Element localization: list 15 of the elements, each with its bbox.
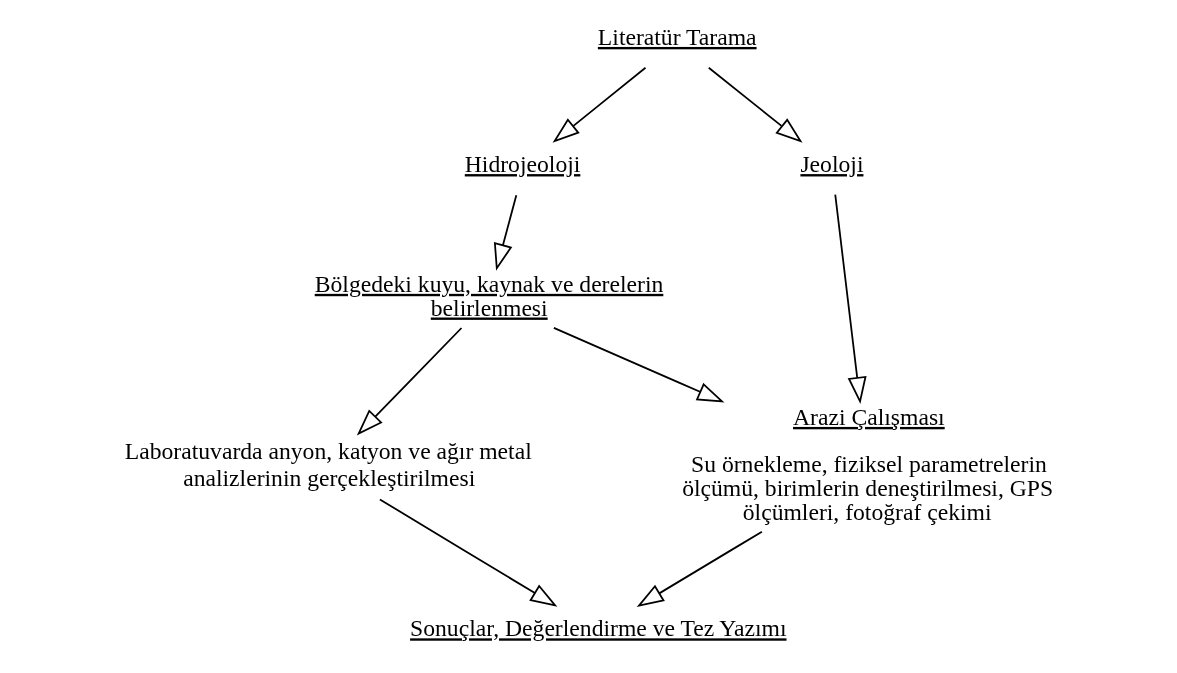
arrow: [552, 66, 646, 143]
arrow: [493, 194, 517, 271]
node-text: Bölgedeki kuyu, kaynak ve derelerin belirlenmesi: [314, 270, 663, 321]
node-text: Sonuçlar, Değerlendirme ve Tez Yazımı: [409, 615, 787, 642]
node-text: Jeoloji: [799, 151, 863, 178]
node-text: Laboratuvarda anyon, katyon ve ağır metal analizlerinin gerçekleştirilmesi: [124, 437, 532, 491]
node-text: Arazi Çalışması Su örnekleme, fiziksel parametrelerin ölçümü, birimlerin deneştirilmesi, GPS ölçümleri, fotoğraf çekimi: [681, 403, 1053, 525]
arrow: [636, 530, 763, 607]
arrow: [833, 193, 867, 405]
arrow: [707, 66, 803, 143]
arrow: [552, 326, 724, 403]
arrow: [356, 327, 462, 436]
arrow: [378, 498, 557, 607]
node-text: Literatür Tarama: [597, 23, 757, 50]
node-text: Hidrojeoloji: [464, 151, 580, 178]
